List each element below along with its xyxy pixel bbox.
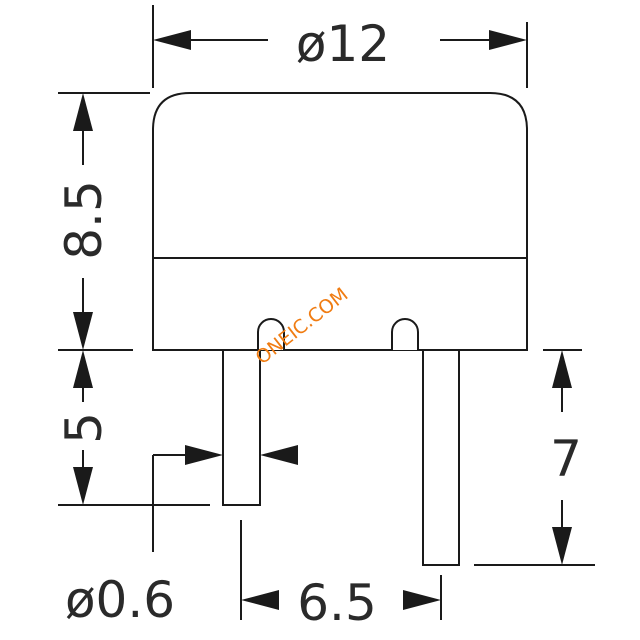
- arrow-pin-diameter-left: [185, 445, 223, 465]
- right-pin-head: [391, 318, 419, 350]
- dimension-label-pin-diameter: ø0.6: [65, 571, 175, 629]
- arrow-height-up: [73, 93, 93, 131]
- dimension-label-long-pin-length: 7: [550, 430, 582, 488]
- arrow-pin-spacing-right: [403, 590, 441, 610]
- arrow-short-pin-up: [73, 350, 93, 388]
- dimension-label-body-diameter: ø12: [296, 15, 390, 73]
- arrow-pin-spacing-left: [241, 590, 279, 610]
- arrow-diameter-right: [489, 30, 527, 50]
- short-pin: [222, 349, 261, 506]
- arrow-long-pin-down: [552, 527, 572, 565]
- dimension-label-body-height: 8.5: [55, 180, 113, 260]
- long-pin: [422, 349, 460, 566]
- arrow-short-pin-down: [73, 467, 93, 505]
- dimension-label-short-pin-length: 5: [55, 412, 113, 444]
- left-pin-head: [257, 318, 285, 350]
- arrow-pin-diameter-right: [260, 445, 298, 465]
- dimension-label-pin-spacing: 6.5: [297, 574, 377, 632]
- arrow-height-down: [73, 312, 93, 350]
- arrow-long-pin-up: [552, 350, 572, 388]
- arrow-diameter-left: [153, 30, 191, 50]
- component-body: [152, 92, 528, 351]
